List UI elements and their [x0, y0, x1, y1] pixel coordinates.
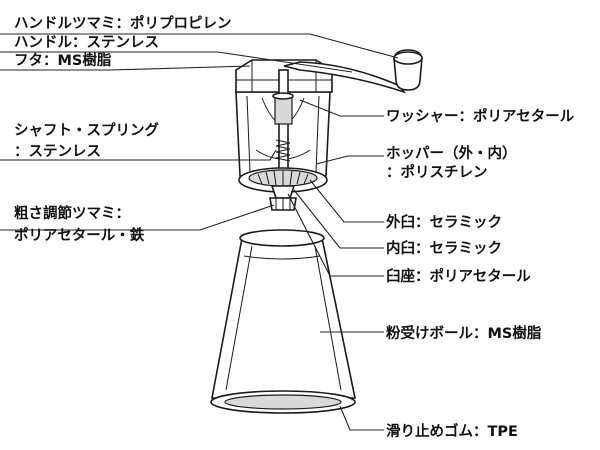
label-hopper-line2: ：ポリスチレン: [386, 163, 488, 181]
label-hopper-line1: ホッパー（外・内）: [386, 144, 517, 162]
label-burr-seat: 臼座：ポリアセタール: [386, 267, 531, 285]
label-handle-knob: ハンドルツマミ：ポリプロピレン: [14, 14, 232, 32]
label-lid: フタ：MS樹脂: [14, 51, 112, 69]
label-adjust-knob-line2: ポリアセタール・鉄: [14, 226, 145, 244]
grind-adjust-knob: [269, 197, 297, 211]
labels: ハンドルツマミ：ポリプロピレン ハンドル：ステンレス フタ：MS樹脂 シャフト・…: [14, 14, 575, 440]
spring: [275, 139, 291, 162]
label-inner-burr: 内臼：セラミック: [386, 239, 502, 257]
label-outer-burr: 外臼：セラミック: [386, 213, 502, 231]
leader-lines: [0, 33, 399, 431]
nonslip-rubber-ring: [210, 390, 356, 414]
shaft: [272, 69, 294, 191]
label-shaft-spring-line2: ：ステンレス: [14, 144, 101, 160]
label-nonslip-rubber: 滑り止めゴム：TPE: [386, 422, 518, 440]
label-washer: ワッシャー：ポリアセタール: [386, 107, 575, 125]
burr-assembly: [238, 167, 328, 199]
powder-bowl: [211, 229, 356, 399]
label-adjust-knob-line1: 粗さ調節ツマミ：: [14, 204, 130, 222]
grinder-illustration: [210, 49, 423, 414]
label-powder-bowl: 粉受けボール：MS樹脂: [386, 324, 542, 342]
handle-knob: [393, 49, 423, 91]
label-shaft-spring-line1: シャフト・スプリング: [14, 121, 159, 139]
label-handle: ハンドル：ステンレス: [14, 35, 159, 51]
